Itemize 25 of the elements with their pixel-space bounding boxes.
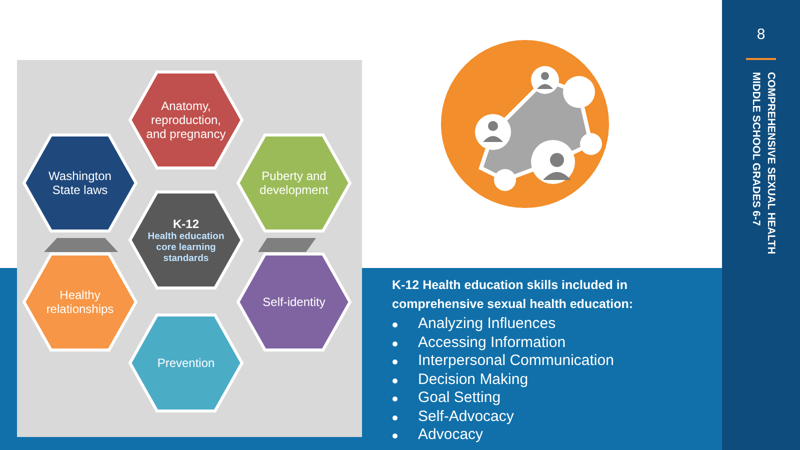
list-heading: K-12 Health education skills included in comprehensive sexual health education:: [392, 277, 634, 313]
bullet-item: Accessing Information: [392, 334, 712, 352]
hexagon-label: Self-identity: [262, 295, 326, 309]
standards-hexagon: [128, 190, 244, 290]
bullet-item: Self-Advocacy: [392, 408, 712, 426]
bullet-item: Goal Setting: [392, 389, 712, 408]
topic-hexagon: [236, 252, 352, 352]
hexagon-label: Prevention: [156, 356, 216, 370]
hexagon-label: Washington State laws: [48, 169, 112, 197]
page-number: 8: [756, 26, 766, 43]
hexagon-label: Anatomy, reproduction, and pregnancy: [145, 99, 227, 141]
hexagon-text: Health education core learning standards: [146, 230, 226, 264]
topic-hexagon: [128, 70, 244, 170]
topic-hexagon: [22, 133, 138, 233]
hexagon-heading: K-12: [172, 216, 200, 230]
vertical-title: COMPREHENSIVE SEXUAL HEALTH MIDDLE SCHOOL GRADES 6-7: [749, 72, 778, 256]
topic-hexagon: [236, 133, 352, 233]
topic-hexagon: [128, 313, 244, 413]
topic-hexagon: [22, 252, 138, 352]
bullet-item: Decision Making: [392, 370, 712, 389]
hexagon-label: Healthy relationships: [45, 288, 115, 316]
bullet-item: Analyzing Influences: [392, 315, 712, 334]
bullet-item: Interpersonal Communication: [392, 352, 712, 370]
hexagon-label: Puberty and development: [258, 169, 330, 197]
bullet-item: Advocacy: [392, 426, 712, 444]
